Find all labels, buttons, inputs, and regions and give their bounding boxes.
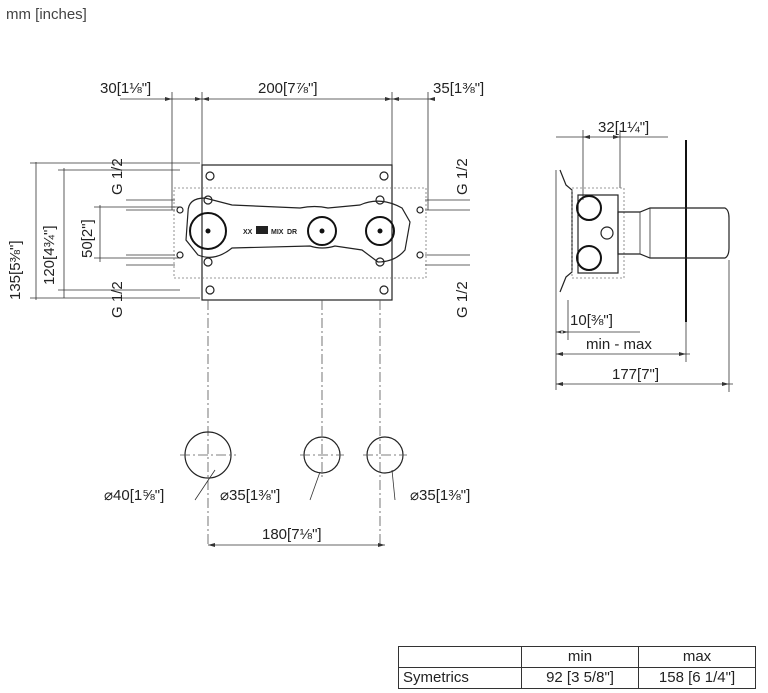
valve-body: [185, 197, 411, 263]
dim-side-offset: 10[⅜"]: [570, 312, 613, 329]
units-label: mm [inches]: [6, 6, 87, 23]
plate-marking-2: MIX: [271, 229, 284, 236]
dim-height-total: 135[5⅜"]: [7, 240, 24, 300]
rosettes: ⌀40[1⅝"] ⌀35[1⅜"] ⌀35[1⅜"] 180[7⅛"]: [104, 431, 470, 547]
front-view: 30[1⅛"] 200[7⅞"] 35[1⅜"] 135[5⅜"] 120[4¾…: [7, 80, 484, 545]
plate-marking-1: XX: [243, 229, 253, 236]
valve-port-right: [365, 216, 395, 246]
side-bracket: [559, 169, 573, 293]
mounting-plate: [201, 164, 393, 301]
thread-label-top-right: G 1/2: [454, 158, 471, 195]
dim-rosette-spacing: 180[7⅛"]: [262, 526, 322, 543]
dim-height-mid: 120[4¾"]: [41, 225, 58, 285]
spec-table: min max Symetrics 92 [3 5/8"] 158 [6 1/4…: [398, 646, 756, 689]
dim-top-right: 35[1⅜"]: [433, 80, 484, 97]
dim-side-range: min - max: [586, 336, 652, 353]
spec-header-max: max: [638, 646, 756, 668]
plate-marking-3: DR: [287, 229, 297, 236]
spec-table-row: Symetrics 92 [3 5/8"] 158 [6 1/4"]: [398, 667, 756, 689]
side-sleeve: [617, 207, 730, 259]
dim-rosette-left: ⌀40[1⅝"]: [104, 487, 164, 504]
spec-row-min: 92 [3 5/8"]: [521, 667, 639, 689]
thread-label-bottom-right: G 1/2: [454, 281, 471, 318]
dim-side-total: 177[7"]: [612, 366, 659, 383]
side-port-top: [576, 195, 602, 221]
spec-table-header: min max: [398, 646, 756, 668]
thread-label-top-left: G 1/2: [109, 158, 126, 195]
dim-rosette-right: ⌀35[1⅜"]: [410, 487, 470, 504]
spec-row-label: Symetrics: [398, 667, 522, 689]
side-port-bottom: [576, 245, 602, 271]
dim-side-top: 32[1¼"]: [598, 119, 649, 136]
dim-top-left: 30[1⅛"]: [100, 80, 151, 97]
side-view: 32[1¼"] 10[⅜"] min - max 177[7"]: [555, 119, 733, 392]
spec-row-max: 158 [6 1/4"]: [638, 667, 756, 689]
spec-header-empty: [398, 646, 522, 668]
dim-rosette-mid: ⌀35[1⅜"]: [220, 487, 280, 504]
thread-label-bottom-left: G 1/2: [109, 281, 126, 318]
valve-port-mid: [307, 216, 337, 246]
valve-port-left: [189, 212, 227, 250]
dim-top-mid: 200[7⅞"]: [258, 80, 318, 97]
dim-height-inner: 50[2"]: [79, 219, 96, 258]
spec-header-min: min: [521, 646, 639, 668]
